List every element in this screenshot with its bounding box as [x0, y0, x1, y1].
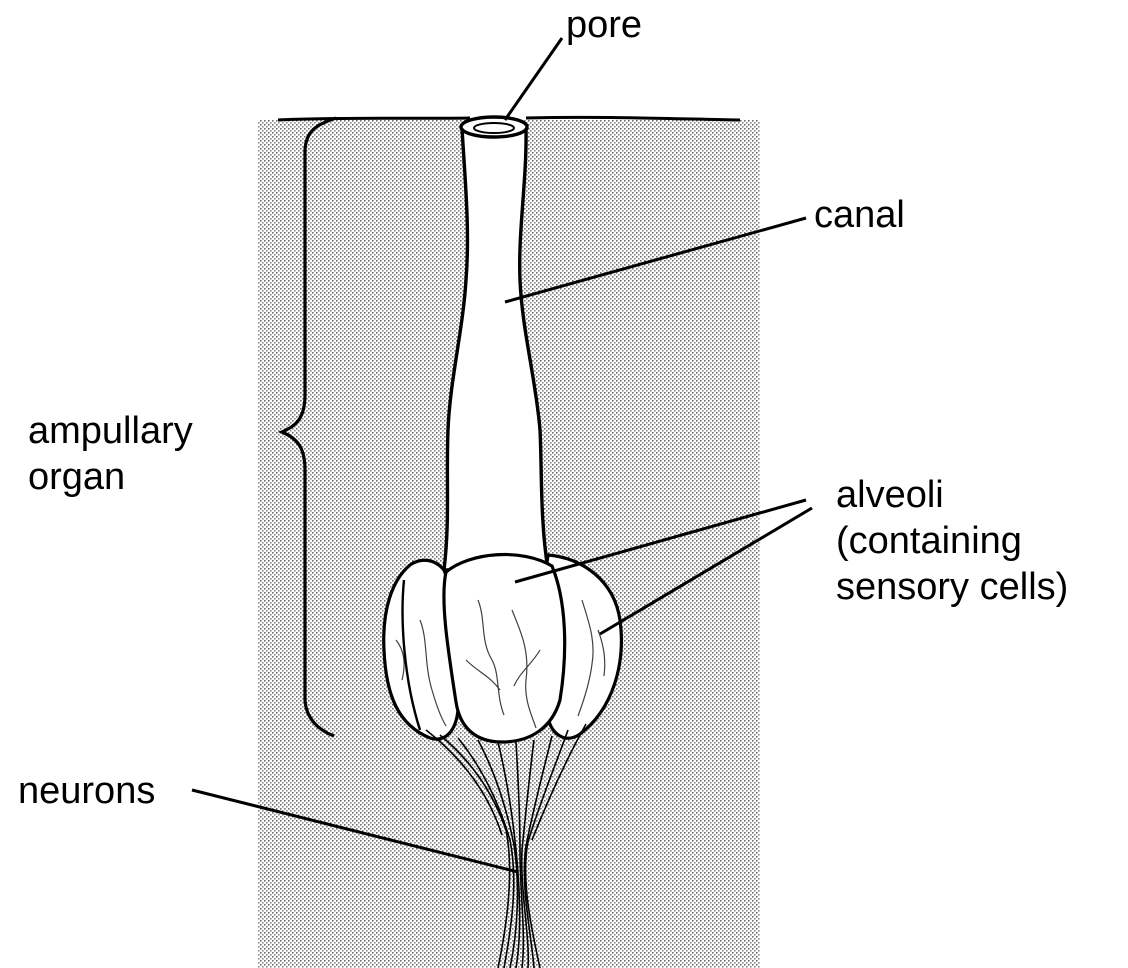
alveoli-label-line-1: alveoli — [836, 472, 1068, 518]
pore-label: pore — [566, 2, 642, 48]
alveoli-label-line-3: sensory cells) — [836, 564, 1068, 610]
ampullary-organ-label-line-2: organ — [28, 454, 193, 500]
canal-label: canal — [814, 192, 905, 238]
alveoli-label: alveoli (containing sensory cells) — [836, 472, 1068, 610]
ampullary-organ-label-line-1: ampullary — [28, 408, 193, 454]
ampullary-organ-label: ampullary organ — [28, 408, 193, 500]
alveoli-cluster — [384, 555, 622, 742]
neurons-label: neurons — [18, 768, 155, 814]
pore-leader — [505, 38, 562, 120]
alveoli-label-line-2: (containing — [836, 518, 1068, 564]
alveolus-center — [444, 555, 565, 742]
pore-opening — [474, 123, 514, 133]
